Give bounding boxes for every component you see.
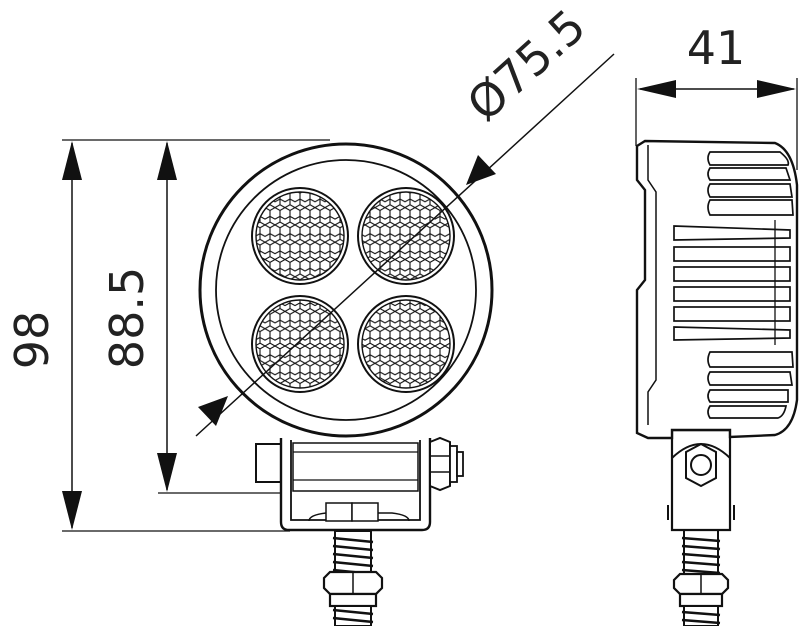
lens-top-left bbox=[251, 187, 349, 285]
lens-top-right bbox=[357, 187, 455, 285]
side-bracket bbox=[667, 428, 735, 532]
dimension-overall-height: 98 bbox=[5, 139, 330, 532]
cooling-fins bbox=[673, 151, 794, 419]
lens-bottom-right bbox=[357, 295, 455, 393]
dimension-housing-height: 88.5 bbox=[100, 141, 290, 494]
dimension-depth: 41 bbox=[635, 21, 798, 170]
dimension-label-41: 41 bbox=[687, 21, 746, 75]
threaded-stud bbox=[322, 530, 384, 626]
dimension-label-diameter: Ø75.5 bbox=[457, 0, 596, 132]
side-view bbox=[635, 139, 799, 626]
side-threaded-stud bbox=[672, 529, 730, 626]
mounting-bracket bbox=[255, 436, 464, 532]
dimension-label-98: 98 bbox=[5, 311, 59, 370]
lens-bottom-left bbox=[251, 295, 349, 393]
front-view bbox=[198, 142, 494, 626]
dimension-label-88-5: 88.5 bbox=[100, 267, 154, 369]
